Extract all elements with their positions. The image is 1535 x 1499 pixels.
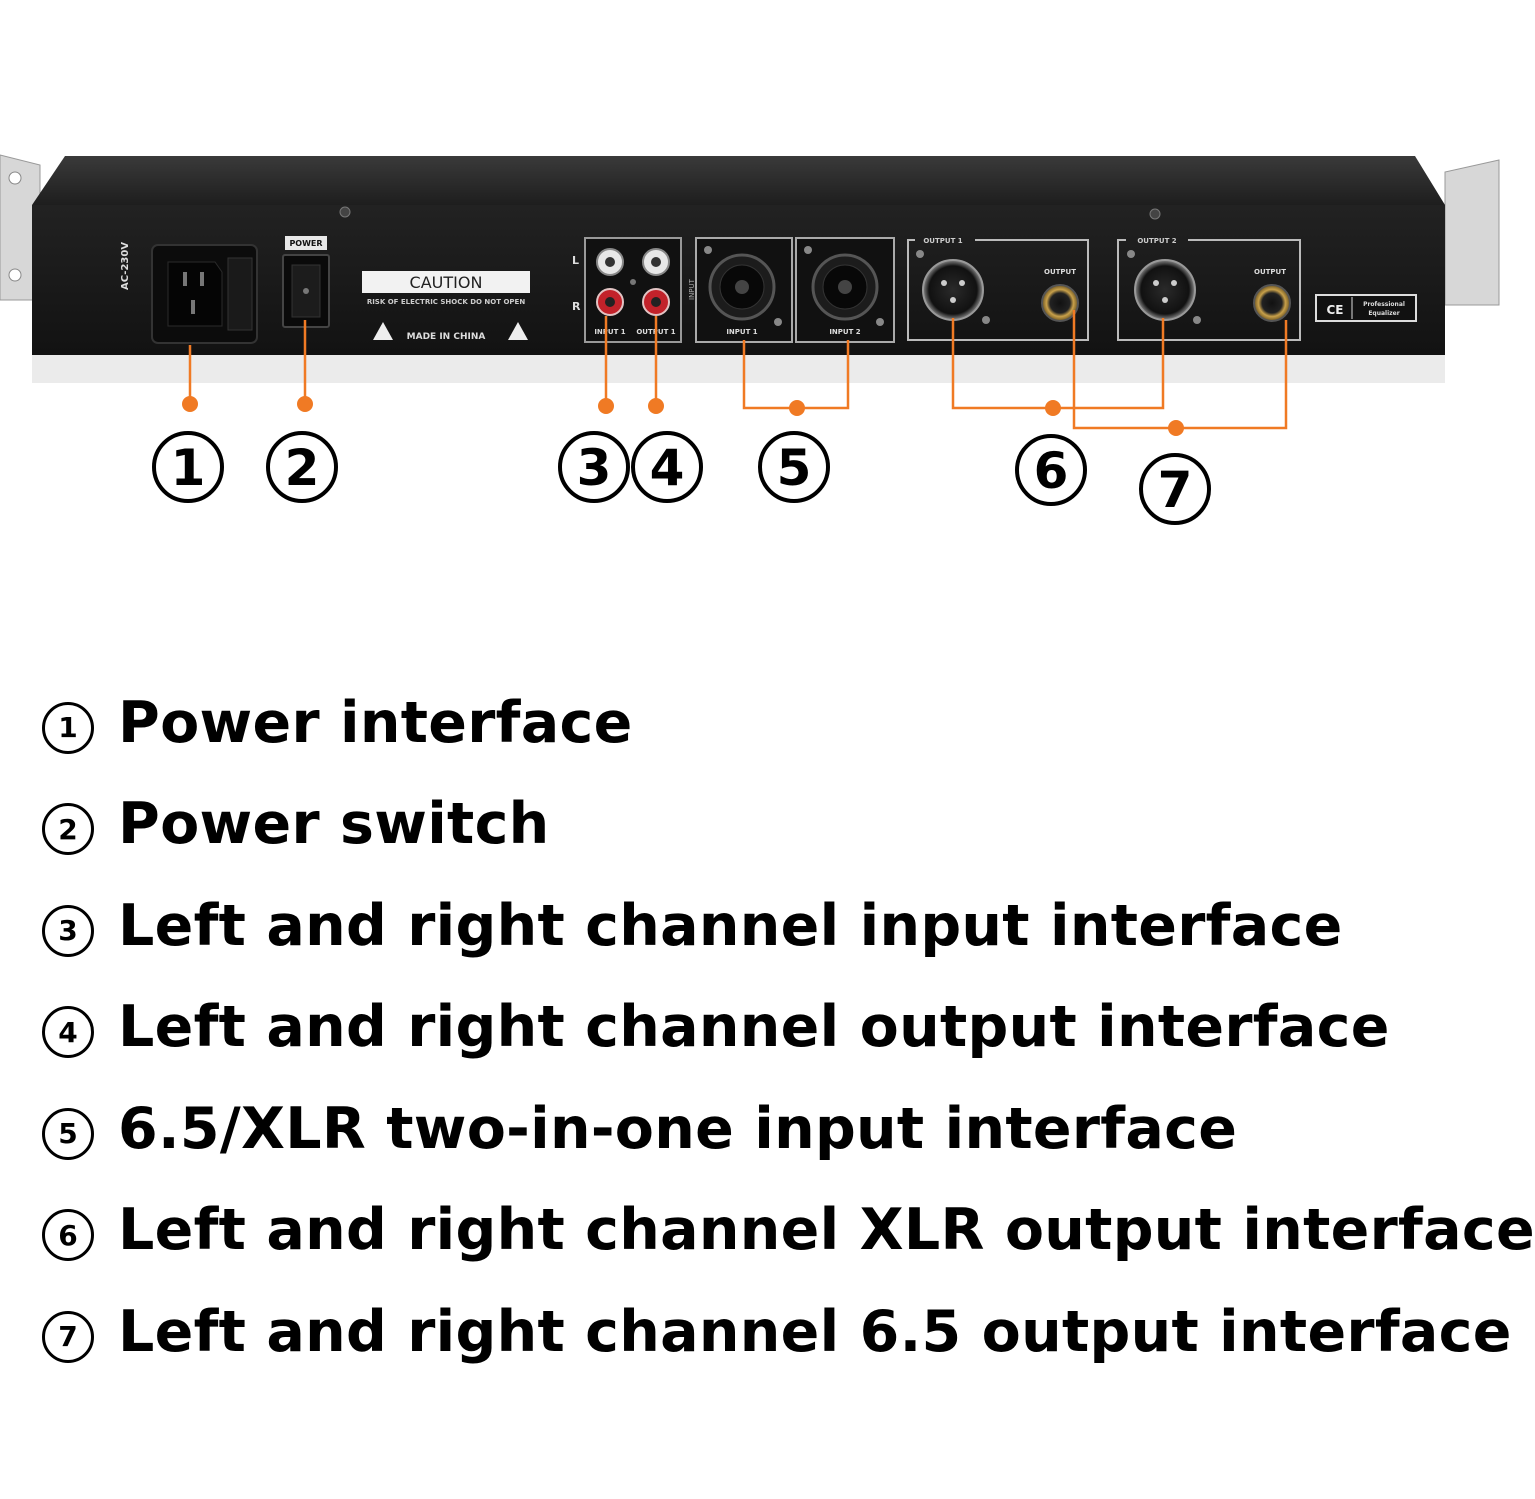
callout-3-number: 3 bbox=[577, 439, 612, 497]
rca-left-label: L bbox=[572, 254, 579, 267]
legend-text: Left and right channel output interface bbox=[118, 994, 1390, 1061]
xlr-output-2[interactable] bbox=[1134, 259, 1196, 321]
callout-6-number: 6 bbox=[1034, 442, 1069, 500]
legend-text: 6.5/XLR two-in-one input interface bbox=[118, 1095, 1238, 1162]
callout-5-number: 5 bbox=[777, 439, 812, 497]
rca-input-label: INPUT 1 bbox=[594, 328, 625, 336]
legend-number: 5 bbox=[42, 1107, 94, 1160]
rca-block: L R INPUT 1 OUTPUT 1 bbox=[572, 237, 682, 343]
legend-number: 1 bbox=[42, 701, 94, 754]
callout-4: 4 bbox=[631, 431, 703, 503]
callout-4-number: 4 bbox=[650, 439, 685, 497]
device-rear-panel-illustration: AC-230V POWER CAUTION RISK OF ELECTRIC S… bbox=[0, 154, 1500, 525]
jack-output-2[interactable] bbox=[1253, 284, 1291, 322]
rack-ear-right bbox=[1444, 159, 1500, 306]
xlr-output1-label: OUTPUT 1 bbox=[923, 237, 962, 245]
callout-3: 3 bbox=[558, 431, 630, 503]
power-label: POWER bbox=[289, 239, 322, 248]
output-section-1: OUTPUT 1 OUTPUT bbox=[907, 237, 1089, 341]
combo-input-1[interactable]: INPUT 1 bbox=[695, 237, 793, 343]
ce-badge: CE Professional Equalizer bbox=[1315, 294, 1417, 322]
made-in-label: MADE IN CHINA bbox=[407, 332, 486, 342]
legend-item-power-interface: 1 Power interface bbox=[42, 672, 1535, 774]
callout-6: 6 bbox=[1015, 434, 1087, 506]
legend-item-xlr-output: 6 Left and right channel XLR output inte… bbox=[42, 1180, 1535, 1282]
callouts: 1 2 3 4 5 6 7 bbox=[152, 431, 1211, 525]
caution-title: CAUTION bbox=[410, 273, 483, 292]
legend-item-combo-input: 5 6.5/XLR two-in-one input interface bbox=[42, 1078, 1535, 1180]
legend-text: Left and right channel input interface bbox=[118, 892, 1343, 959]
legend-number: 2 bbox=[42, 803, 94, 856]
power-switch[interactable]: POWER bbox=[282, 236, 330, 328]
badge-line1: Professional bbox=[1363, 301, 1405, 308]
callout-7-number: 7 bbox=[1158, 461, 1193, 519]
rca-right-label: R bbox=[572, 300, 581, 313]
callout-5: 5 bbox=[758, 431, 830, 503]
xlr-output-1[interactable] bbox=[922, 259, 984, 321]
combo-input1-label: INPUT 1 bbox=[726, 328, 757, 336]
callout-2-number: 2 bbox=[285, 439, 320, 497]
caution-label: CAUTION RISK OF ELECTRIC SHOCK DO NOT OP… bbox=[362, 271, 530, 342]
screw bbox=[1149, 208, 1161, 220]
combo-input-2[interactable]: INPUT 2 bbox=[795, 237, 895, 343]
legend-item-jack-output: 7 Left and right channel 6.5 output inte… bbox=[42, 1281, 1535, 1383]
input-side-label: INPUT bbox=[688, 278, 696, 300]
power-inlet bbox=[151, 244, 258, 344]
combo-input2-label: INPUT 2 bbox=[829, 328, 860, 336]
legend-text: Left and right channel 6.5 output interf… bbox=[118, 1298, 1512, 1365]
jack-output-a-label: OUTPUT bbox=[1044, 268, 1076, 276]
legend-list: 1 Power interface 2 Power switch 3 Left … bbox=[42, 672, 1535, 1383]
chassis-top bbox=[32, 156, 1445, 205]
legend-item-channel-input: 3 Left and right channel input interface bbox=[42, 875, 1535, 977]
legend-item-power-switch: 2 Power switch bbox=[42, 774, 1535, 876]
jack-output-1[interactable] bbox=[1041, 284, 1079, 322]
legend-text: Power switch bbox=[118, 791, 550, 858]
callout-7: 7 bbox=[1139, 453, 1211, 525]
legend-text: Left and right channel XLR output interf… bbox=[118, 1197, 1535, 1264]
xlr-output2-label: OUTPUT 2 bbox=[1137, 237, 1176, 245]
ce-mark: CE bbox=[1326, 303, 1343, 317]
badge-line2: Equalizer bbox=[1368, 310, 1399, 317]
jack-output-b-label: OUTPUT bbox=[1254, 268, 1286, 276]
voltage-label: AC-230V bbox=[120, 242, 131, 290]
legend-number: 4 bbox=[42, 1006, 94, 1059]
legend-number: 7 bbox=[42, 1310, 94, 1363]
output-section-2: OUTPUT 2 OUTPUT bbox=[1117, 237, 1301, 341]
legend-number: 3 bbox=[42, 904, 94, 957]
callout-1-number: 1 bbox=[171, 439, 206, 497]
caution-text: RISK OF ELECTRIC SHOCK DO NOT OPEN bbox=[367, 298, 526, 306]
legend-item-channel-output: 4 Left and right channel output interfac… bbox=[42, 977, 1535, 1079]
legend-number: 6 bbox=[42, 1209, 94, 1262]
legend-text: Power interface bbox=[118, 689, 633, 756]
screw bbox=[339, 206, 351, 218]
leader-dots bbox=[182, 396, 1184, 436]
callout-1: 1 bbox=[152, 431, 224, 503]
callout-2: 2 bbox=[266, 431, 338, 503]
